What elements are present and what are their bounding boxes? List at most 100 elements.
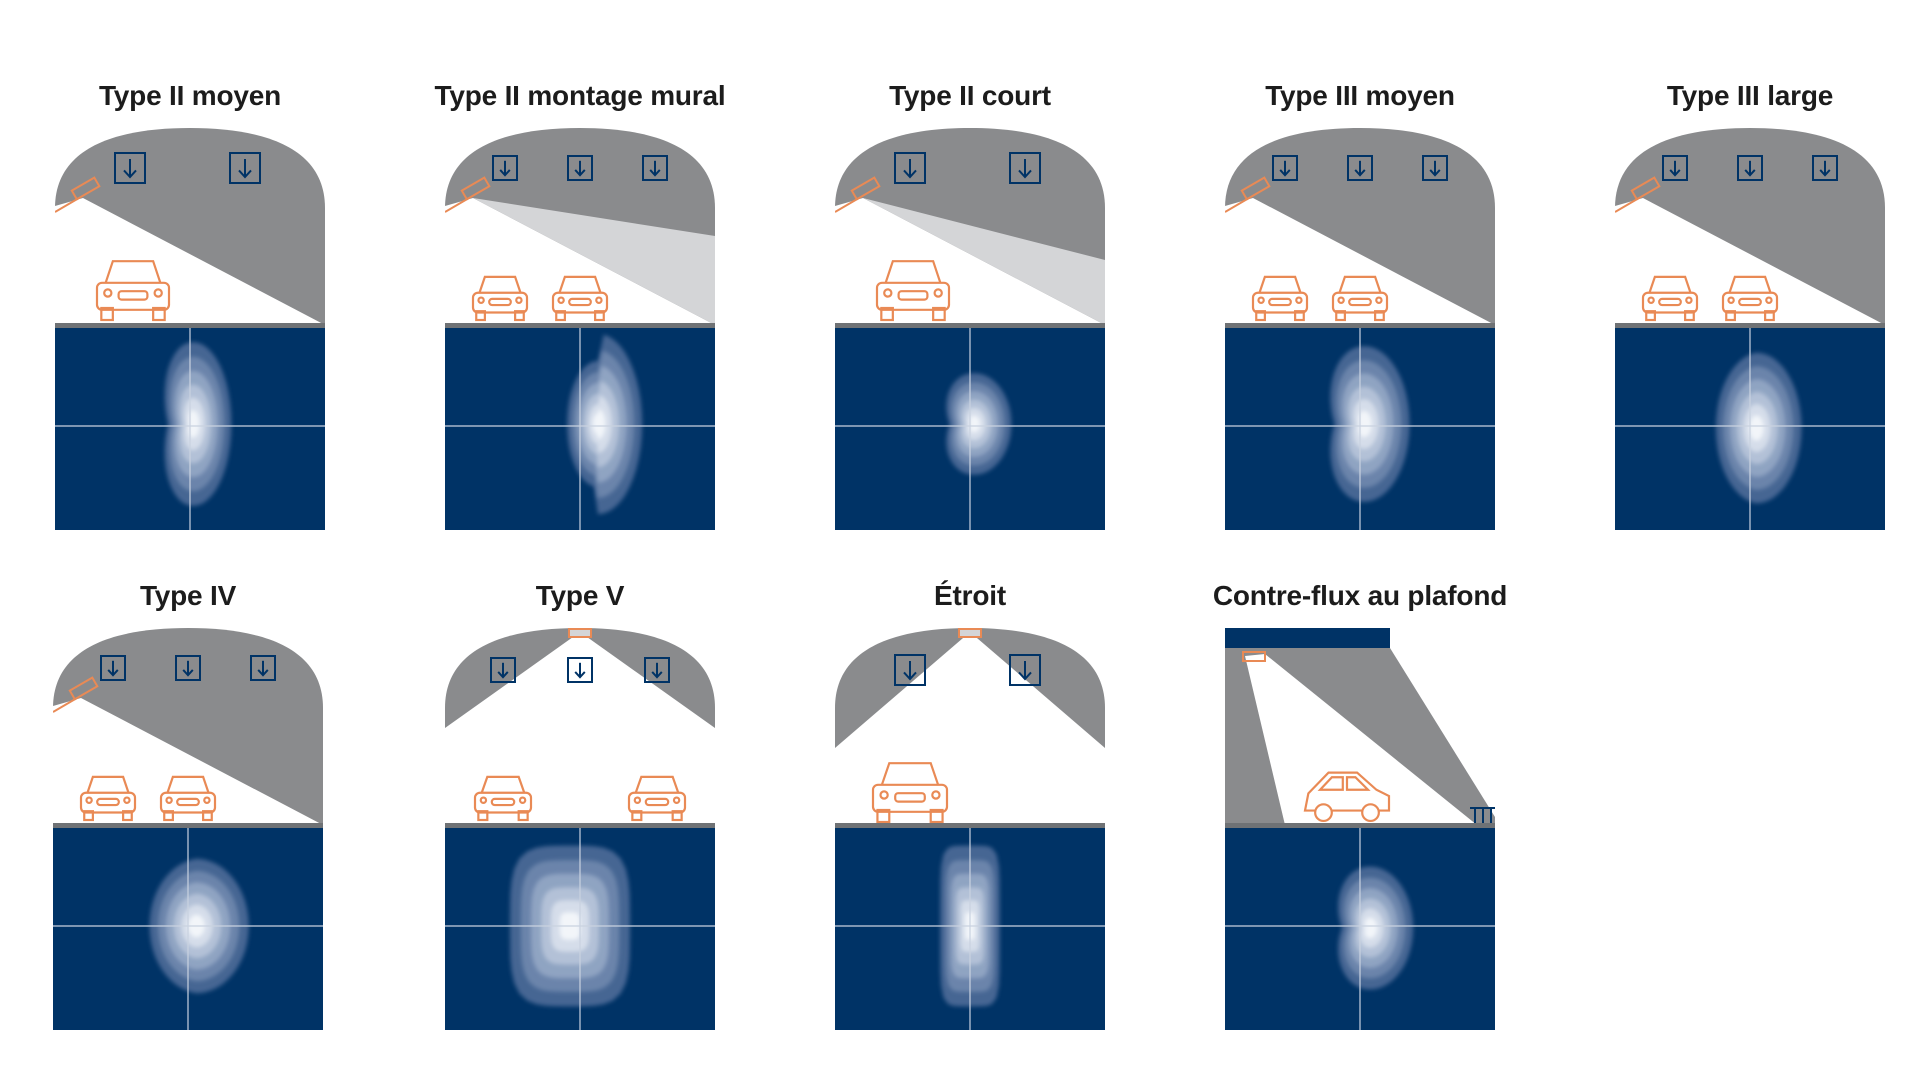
down-arrow-icon: [1347, 155, 1373, 181]
luminaire-icon: [835, 176, 881, 213]
distribution-plan: [1615, 323, 1885, 530]
luminaire-icon: [55, 176, 101, 213]
car-icon: [875, 260, 951, 322]
car-icon: [1251, 275, 1309, 322]
isolux-contour: [1364, 917, 1378, 939]
down-arrow-icon: [114, 152, 146, 184]
down-arrow-icon: [175, 655, 201, 681]
down-arrow-icon: [1009, 654, 1041, 686]
secondary-light: [473, 198, 715, 325]
panel-title: Type II court: [889, 80, 1051, 111]
isolux-contour: [592, 408, 606, 440]
car-icon: [627, 775, 687, 822]
side-view: [55, 128, 325, 325]
down-arrow-icon: [894, 152, 926, 184]
distribution-plan: [53, 823, 323, 1030]
side-view: [835, 128, 1105, 325]
ceiling-slab: [1225, 628, 1390, 648]
center-view: [445, 628, 715, 825]
luminaire-icon: [1242, 651, 1266, 662]
ground-line: [53, 823, 323, 828]
panel-illustration: [1225, 128, 1495, 530]
car-icon: [1331, 275, 1389, 322]
down-arrow-icon: [644, 657, 670, 683]
distribution-plan: [1225, 323, 1495, 530]
light-cone: [835, 198, 1105, 325]
railing-icon: [1470, 807, 1495, 825]
ground-line: [445, 823, 715, 828]
down-arrow-icon: [1737, 155, 1763, 181]
panel-illustration: [1615, 128, 1885, 530]
panel-title: Type II montage mural: [434, 80, 726, 111]
down-arrow-icon: [567, 155, 593, 181]
panel-illustration: [445, 628, 715, 1030]
car-icon: [1721, 275, 1779, 322]
down-arrow-icon: [492, 155, 518, 181]
car-icon: [473, 775, 533, 822]
distribution-plan: [835, 323, 1105, 530]
panel-illustration: [835, 628, 1105, 1030]
secondary-light: [863, 198, 1105, 325]
car-icon: [95, 260, 171, 322]
ground-line: [1225, 323, 1495, 328]
ground-line: [1615, 323, 1885, 328]
ground-line: [1225, 823, 1495, 828]
panel-illustration: [53, 628, 323, 1030]
panel-title: Type III moyen: [1265, 80, 1455, 111]
isolux-contour: [969, 415, 981, 433]
down-arrow-icon: [250, 655, 276, 681]
distribution-plan: [55, 323, 325, 530]
down-arrow-icon: [229, 152, 261, 184]
side-view: [1225, 128, 1495, 325]
luminaire-icon: [958, 628, 982, 638]
distribution-plan: [835, 823, 1105, 1030]
distribution-plan: [1225, 823, 1495, 1030]
car-icon: [159, 775, 217, 822]
light-cone: [55, 198, 325, 325]
down-arrow-icon: [642, 155, 668, 181]
panel-title: Étroit: [934, 580, 1006, 611]
side-view: [53, 628, 323, 825]
luminaire-icon: [53, 676, 99, 713]
down-arrow-icon: [1812, 155, 1838, 181]
panel-title: Contre-flux au plafond: [1212, 580, 1508, 611]
ground-line: [445, 323, 715, 328]
luminaire-icon: [1615, 176, 1661, 213]
down-arrow-icon: [567, 657, 593, 683]
ground-line: [55, 323, 325, 328]
panel-title: Type V: [535, 580, 625, 611]
down-arrow-icon: [100, 655, 126, 681]
panel-illustration: [445, 128, 715, 530]
panel-illustration: [835, 128, 1105, 530]
down-arrow-icon: [1662, 155, 1688, 181]
car-side-icon: [1303, 771, 1391, 823]
center-view: [835, 628, 1105, 825]
down-arrow-icon: [490, 657, 516, 683]
luminaire-icon: [445, 176, 491, 213]
ceiling-view: [1225, 628, 1495, 825]
distribution-plan: [445, 323, 715, 530]
car-icon: [1641, 275, 1699, 322]
luminaire-icon: [1225, 176, 1271, 213]
light-cone: [1245, 654, 1477, 825]
ground-line: [835, 823, 1105, 828]
ground-line: [835, 323, 1105, 328]
isolux-contour: [1749, 415, 1764, 441]
car-icon: [471, 275, 529, 322]
isolux-contour: [1358, 410, 1372, 438]
side-view: [1615, 128, 1885, 325]
car-icon: [551, 275, 609, 322]
isolux-contour: [188, 410, 200, 438]
light-cone: [835, 632, 1105, 825]
down-arrow-icon: [894, 654, 926, 686]
car-icon: [79, 775, 137, 822]
distribution-plan: [445, 823, 715, 1030]
panel-illustration: [55, 128, 325, 530]
panel-illustration: [1225, 628, 1495, 1030]
down-arrow-icon: [1009, 152, 1041, 184]
down-arrow-icon: [1272, 155, 1298, 181]
panel-title: Type III large: [1666, 80, 1834, 111]
panel-title: Type IV: [139, 580, 237, 611]
car-icon: [871, 762, 949, 824]
